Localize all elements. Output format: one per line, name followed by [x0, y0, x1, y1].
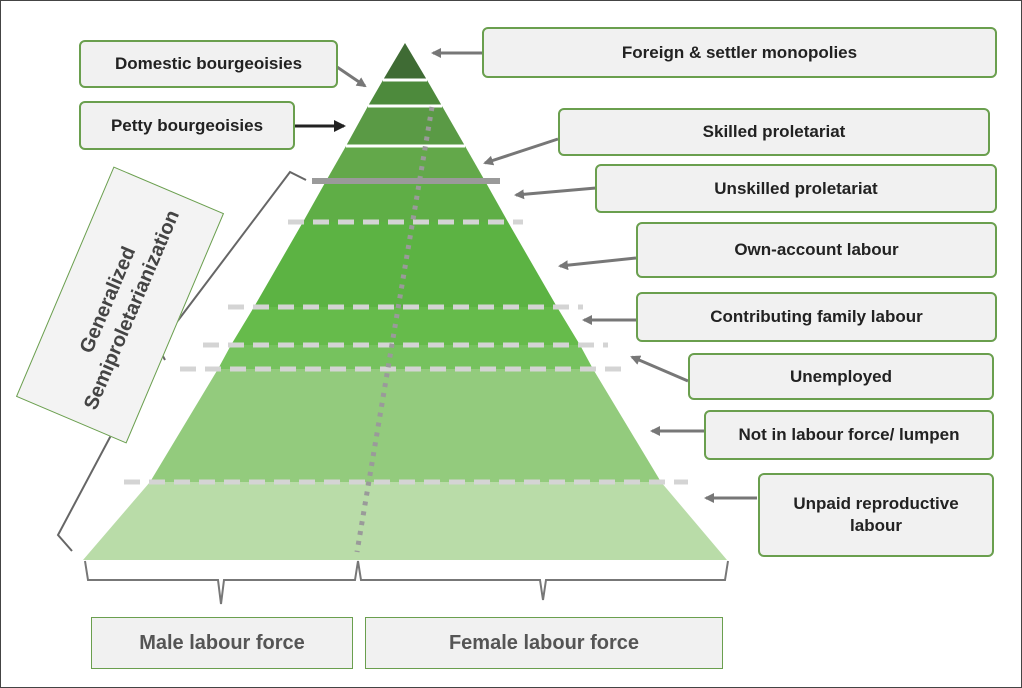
label-own-account: Own-account labour [636, 222, 997, 278]
arrow-skilled [483, 137, 559, 166]
label-foreign: Foreign & settler monopolies [482, 27, 997, 78]
arrow-unskilled [514, 186, 597, 200]
label-skilled: Skilled proletariat [558, 108, 990, 156]
layer-domestic [368, 80, 442, 106]
female-labour-force: Female labour force [365, 617, 723, 669]
arrow-own-account [558, 256, 637, 271]
layer-petty [346, 106, 465, 146]
layer-unskilled [303, 181, 508, 222]
label-unskilled: Unskilled proletariat [595, 164, 997, 213]
layer-unpaid [83, 482, 727, 560]
layer-unemployed [218, 345, 593, 369]
label-not-in-lf: Not in labour force/ lumpen [704, 410, 994, 460]
layer-not-in-lf [150, 369, 661, 482]
label-unpaid: Unpaid reproductive labour [758, 473, 994, 557]
label-contributing: Contributing family labour [636, 292, 997, 342]
label-petty: Petty bourgeoisies [79, 101, 295, 150]
layer-skilled [326, 146, 485, 181]
label-unemployed: Unemployed [688, 353, 994, 400]
layer-own-account [254, 222, 557, 307]
bottom-brace [84, 560, 729, 605]
male-labour-force: Male labour force [91, 617, 353, 669]
layer-foreign [383, 43, 427, 80]
layer-contributing [231, 307, 580, 345]
arrow-unemployed [630, 355, 689, 383]
arrow-domestic [336, 65, 367, 88]
label-domestic: Domestic bourgeoisies [79, 40, 338, 88]
